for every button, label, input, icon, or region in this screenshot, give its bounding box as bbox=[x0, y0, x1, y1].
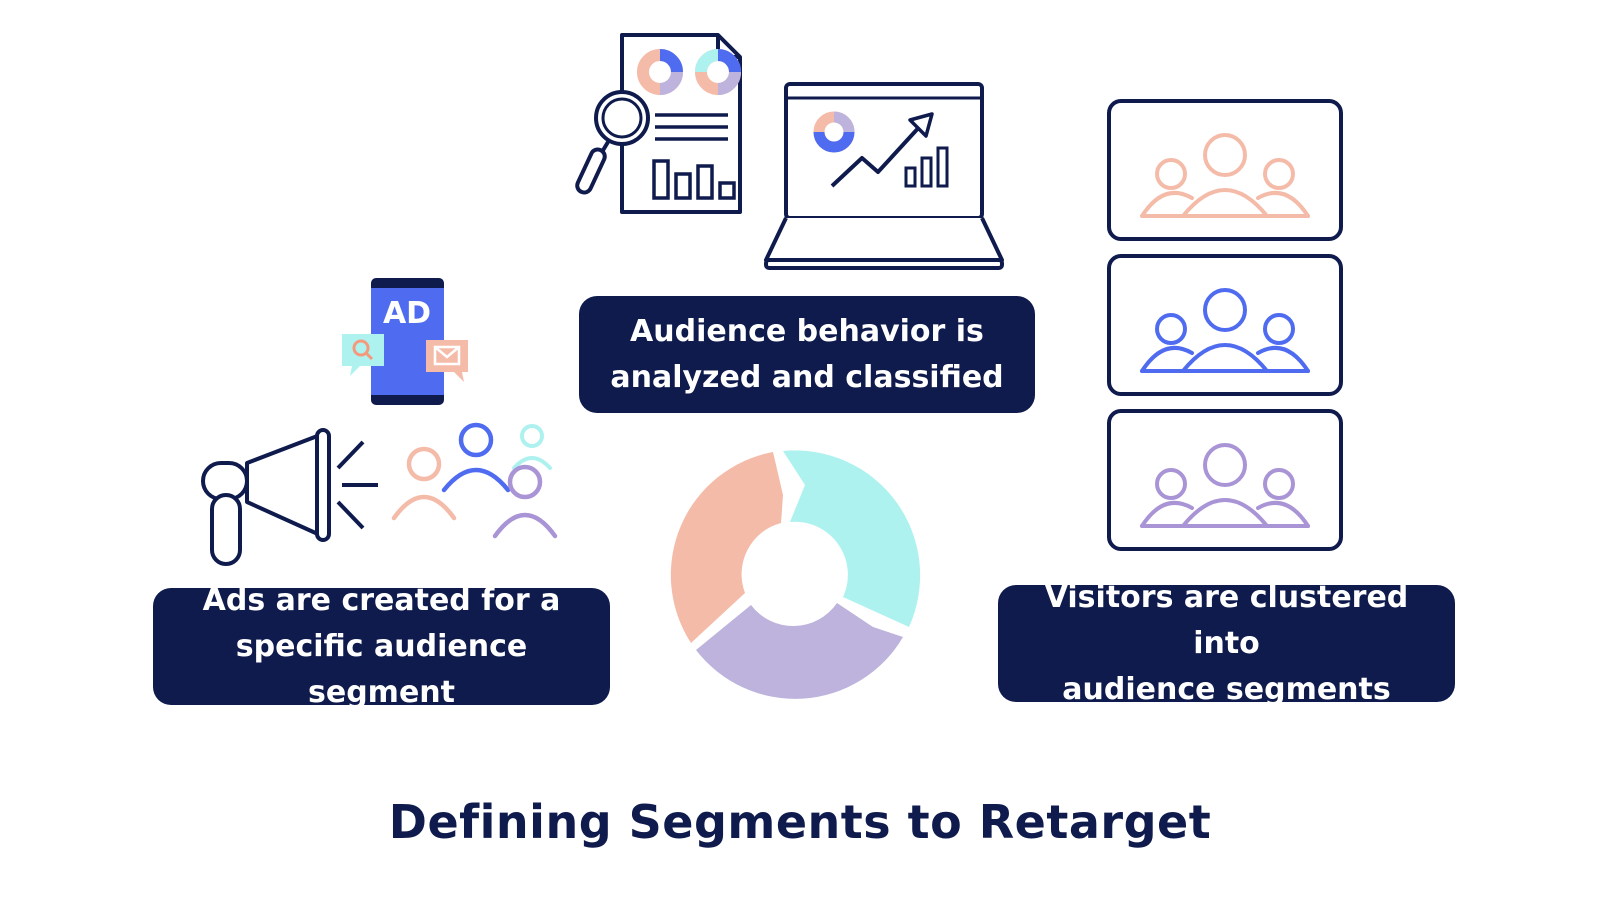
phone-ad-label: AD bbox=[383, 296, 431, 331]
analyze-step-line1: Audience behavior is bbox=[630, 313, 984, 349]
report-document-icon bbox=[620, 33, 742, 214]
ads-step-line1: Ads are created for a bbox=[202, 582, 561, 618]
segment-card-icon bbox=[1107, 99, 1343, 241]
magnifier-icon bbox=[575, 90, 650, 195]
diagram-title: Defining Segments to Retarget bbox=[388, 795, 1212, 849]
laptop-chart-icon bbox=[764, 82, 1004, 270]
people-group-icon bbox=[391, 422, 558, 539]
analyze-step-line2: analyzed and classified bbox=[610, 359, 1004, 395]
segment-card-icon bbox=[1107, 409, 1343, 551]
phone-ad-icon: AD bbox=[342, 278, 468, 405]
ads-step-line2: specific audience segment bbox=[235, 628, 528, 710]
analyze-step-box: Audience behavior is analyzed and classi… bbox=[579, 296, 1035, 413]
megaphone-icon bbox=[201, 428, 378, 566]
cycle-arrows-icon bbox=[670, 450, 921, 699]
segment-card-icon bbox=[1107, 254, 1343, 396]
visitors-step-line1: Visitors are clustered into bbox=[1044, 579, 1409, 661]
visitors-step-box: Visitors are clustered into audience seg… bbox=[998, 580, 1455, 707]
visitors-step-line2: audience segments bbox=[1062, 671, 1391, 707]
ads-step-box: Ads are created for a specific audience … bbox=[153, 583, 610, 710]
